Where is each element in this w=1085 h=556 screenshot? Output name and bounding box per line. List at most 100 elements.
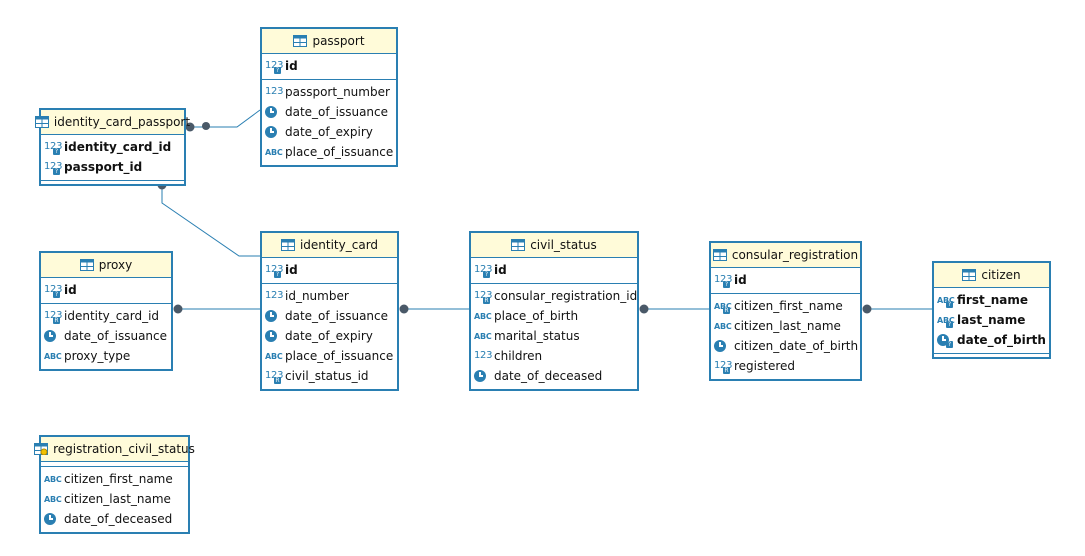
table-header[interactable]: citizen [934, 263, 1049, 288]
numeric-type-icon: 123? [474, 264, 493, 278]
column-name: civil_status_id [285, 369, 369, 383]
connector-dot [185, 122, 195, 132]
table-icon [280, 239, 295, 251]
column-name: date_of_expiry [285, 125, 373, 139]
table-icon [79, 259, 94, 271]
key-marker-icon: ? [946, 341, 953, 348]
column-row[interactable]: 123?identity_card_id [41, 137, 184, 157]
key-marker-icon: ? [53, 291, 60, 298]
foreign-key-marker-icon: R [723, 367, 730, 374]
text-type-icon: ABC [44, 494, 62, 504]
column-name: id [285, 59, 298, 73]
numeric-type-icon: 123 [474, 350, 493, 361]
column-name: identity_card_id [64, 140, 172, 154]
column-name: place_of_issuance [285, 349, 394, 363]
numeric-type-icon: 123? [44, 161, 63, 175]
column-row[interactable]: date_of_deceased [41, 509, 188, 529]
column-name: date_of_issuance [285, 309, 389, 323]
column-name: id [734, 273, 747, 287]
column-row[interactable]: citizen_date_of_birth [711, 336, 860, 356]
table-header[interactable]: identity_card_passport [34, 110, 190, 135]
view-icon [34, 443, 49, 455]
connector-dot [202, 122, 210, 130]
clock-icon [44, 511, 62, 527]
column-name: citizen_last_name [734, 319, 841, 333]
table-header[interactable]: proxy [41, 253, 171, 278]
column-row[interactable]: ABC?first_name [934, 290, 1049, 310]
column-row[interactable]: date_of_deceased [471, 366, 637, 386]
column-row[interactable]: ABC?last_name [934, 310, 1049, 330]
column-name: date_of_expiry [285, 329, 373, 343]
table-title: citizen [981, 268, 1021, 282]
table-header[interactable]: consular_registration [711, 243, 860, 268]
column-name: date_of_issuance [64, 329, 168, 343]
column-name: id [494, 263, 507, 277]
column-name: children [494, 349, 543, 363]
connector-dot [173, 304, 183, 314]
table-header[interactable]: civil_status [471, 233, 637, 258]
primary-key-section: 123?id [262, 258, 397, 284]
foreign-key-marker-icon: R [483, 297, 490, 304]
column-row[interactable]: 123?id [262, 260, 397, 280]
primary-key-section: 123?id [471, 258, 637, 284]
table-header[interactable]: registration_civil_status [34, 437, 195, 462]
table-header[interactable]: passport [262, 29, 396, 54]
column-row[interactable]: date_of_issuance [262, 306, 397, 326]
column-row[interactable]: 123?id [711, 270, 860, 290]
column-row[interactable]: 123?id [262, 56, 396, 76]
column-row[interactable]: date_of_expiry [262, 326, 397, 346]
text-type-icon: ABC? [937, 295, 955, 308]
column-row[interactable]: ?date_of_birth [934, 330, 1049, 350]
connector-dot [399, 304, 409, 314]
table-header[interactable]: identity_card [262, 233, 397, 258]
column-row[interactable]: date_of_issuance [262, 102, 396, 122]
table-title: registration_civil_status [53, 442, 195, 456]
key-marker-icon: ? [723, 281, 730, 288]
clock-icon [265, 308, 283, 324]
column-row[interactable]: date_of_issuance [41, 326, 171, 346]
column-name: proxy_type [64, 349, 131, 363]
column-name: passport_number [285, 85, 390, 99]
column-name: id_number [285, 289, 349, 303]
text-type-icon: ABC [474, 331, 492, 341]
column-row[interactable]: 123?id [471, 260, 637, 280]
table-title: identity_card_passport [53, 115, 191, 129]
key-marker-icon: ? [274, 67, 281, 74]
text-type-icon: ABC [714, 321, 732, 331]
table-identity-card-passport[interactable]: identity_card_passport 123?identity_card_… [34, 108, 190, 186]
table-icon [712, 249, 727, 261]
clock-icon [714, 338, 732, 354]
column-name: id [285, 263, 298, 277]
key-marker-icon: ? [483, 271, 490, 278]
column-row[interactable]: date_of_expiry [262, 122, 396, 142]
column-row[interactable]: 123?passport_id [41, 157, 184, 177]
column-name: place_of_issuance [285, 145, 394, 159]
column-row[interactable]: 123?id [41, 280, 171, 300]
